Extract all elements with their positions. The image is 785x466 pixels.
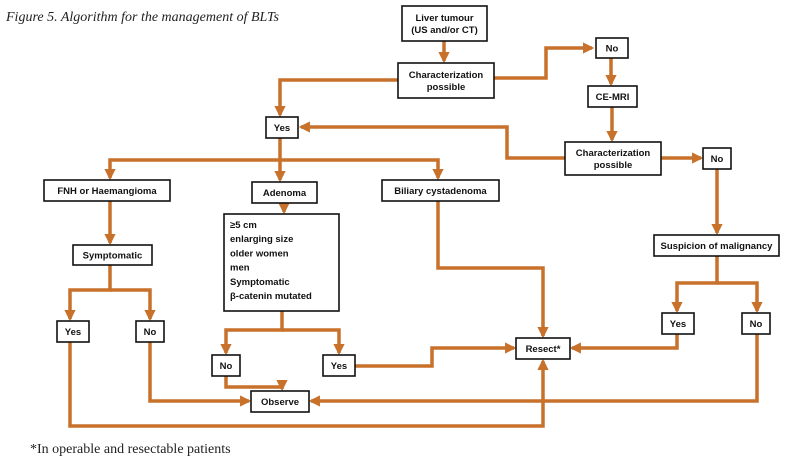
node-fnh: FNH or Haemangioma (43, 179, 171, 202)
node-label: No (220, 361, 233, 372)
node-box (135, 320, 165, 343)
node-symptomatic: Symptomatic (72, 244, 153, 266)
node-box (595, 37, 629, 59)
connector-arrow (224, 376, 288, 392)
node-label: No (750, 319, 763, 330)
node-liver-tumour: Liver tumour(US and/or CT) (401, 5, 488, 42)
node-observe: Observe (250, 390, 310, 413)
node-yes-l: Yes (56, 320, 90, 343)
node-box (587, 85, 638, 108)
node-box (43, 179, 171, 202)
node-no-l: No (135, 320, 165, 343)
node-no-r: No (741, 312, 771, 335)
connector-arrow (64, 265, 112, 322)
connector-arrow (148, 342, 252, 407)
node-label: Characterization (576, 148, 651, 159)
connector-arrow (104, 158, 280, 181)
node-label: Yes (331, 361, 347, 372)
node-box (702, 147, 732, 170)
connector-arrow (274, 78, 398, 118)
node-box (251, 181, 318, 204)
node-box (72, 244, 153, 266)
node-label: β-catenin mutated (230, 291, 312, 302)
node-no-m: No (211, 354, 241, 377)
node-label: Liver tumour (415, 13, 473, 24)
node-box (661, 312, 695, 335)
node-box (56, 320, 90, 343)
node-label: Adenoma (263, 188, 307, 199)
connector-arrow (110, 288, 156, 322)
node-box (381, 179, 500, 202)
connector-arrow (220, 311, 284, 356)
node-box (515, 337, 571, 360)
node-box (250, 390, 310, 413)
node-label: No (144, 327, 157, 338)
node-no-right: No (702, 147, 732, 170)
node-box (397, 62, 495, 99)
node-yes-main: Yes (265, 116, 299, 139)
figure-title: Figure 5. Algorithm for the management o… (6, 10, 279, 25)
footnote: *In operable and resectable patients (30, 442, 231, 457)
node-label: CE-MRI (596, 92, 630, 103)
connector-arrow (569, 334, 679, 354)
node-label: No (711, 154, 724, 165)
node-box (322, 354, 356, 377)
connector-arrow (308, 334, 759, 407)
node-box (265, 116, 299, 139)
node-box (653, 234, 780, 257)
node-label: possible (594, 160, 633, 171)
node-label: enlarging size (230, 234, 293, 245)
connector-arrow (671, 256, 719, 314)
node-box (211, 354, 241, 377)
node-label: Yes (65, 327, 81, 338)
node-yes-m: Yes (322, 354, 356, 377)
node-label: Yes (274, 123, 290, 134)
node-label: FNH or Haemangioma (57, 186, 157, 197)
node-label: Observe (261, 397, 299, 408)
node-label: Yes (670, 319, 686, 330)
node-resect: Resect* (515, 337, 571, 360)
node-label: Resect* (526, 344, 561, 355)
node-label: Suspicion of malignancy (661, 241, 774, 252)
node-label: No (606, 43, 619, 54)
node-label: ≥5 cm (230, 220, 257, 231)
node-label: men (230, 263, 250, 274)
node-box (401, 5, 488, 42)
node-box (741, 312, 771, 335)
node-biliary: Biliary cystadenoma (381, 179, 500, 202)
connector-arrow (436, 201, 549, 339)
connector-arrow (355, 342, 517, 368)
connector-arrow (494, 42, 595, 80)
node-label: possible (427, 82, 466, 93)
node-label: (US and/or CT) (411, 25, 478, 36)
node-label: Symptomatic (230, 277, 290, 288)
node-no-top: No (595, 37, 629, 59)
node-label: Symptomatic (83, 250, 143, 261)
connector-arrow (298, 121, 565, 160)
node-label: Biliary cystadenoma (394, 186, 487, 197)
node-label: Characterization (409, 70, 484, 81)
node-box (223, 213, 340, 312)
connector-arrow (68, 342, 549, 428)
node-criteria: ≥5 cm enlarging size older women menSymptom… (223, 213, 340, 312)
node-yes-r: Yes (661, 312, 695, 335)
node-adenoma: Adenoma (251, 181, 318, 204)
node-suspicion: Suspicion of malignancy (653, 234, 780, 257)
node-label: older women (230, 248, 289, 259)
connector-arrow (282, 328, 345, 356)
node-cemri: CE-MRI (587, 85, 638, 108)
connector-arrow (280, 158, 444, 181)
connector-arrow (717, 281, 763, 314)
node-box (564, 141, 662, 176)
